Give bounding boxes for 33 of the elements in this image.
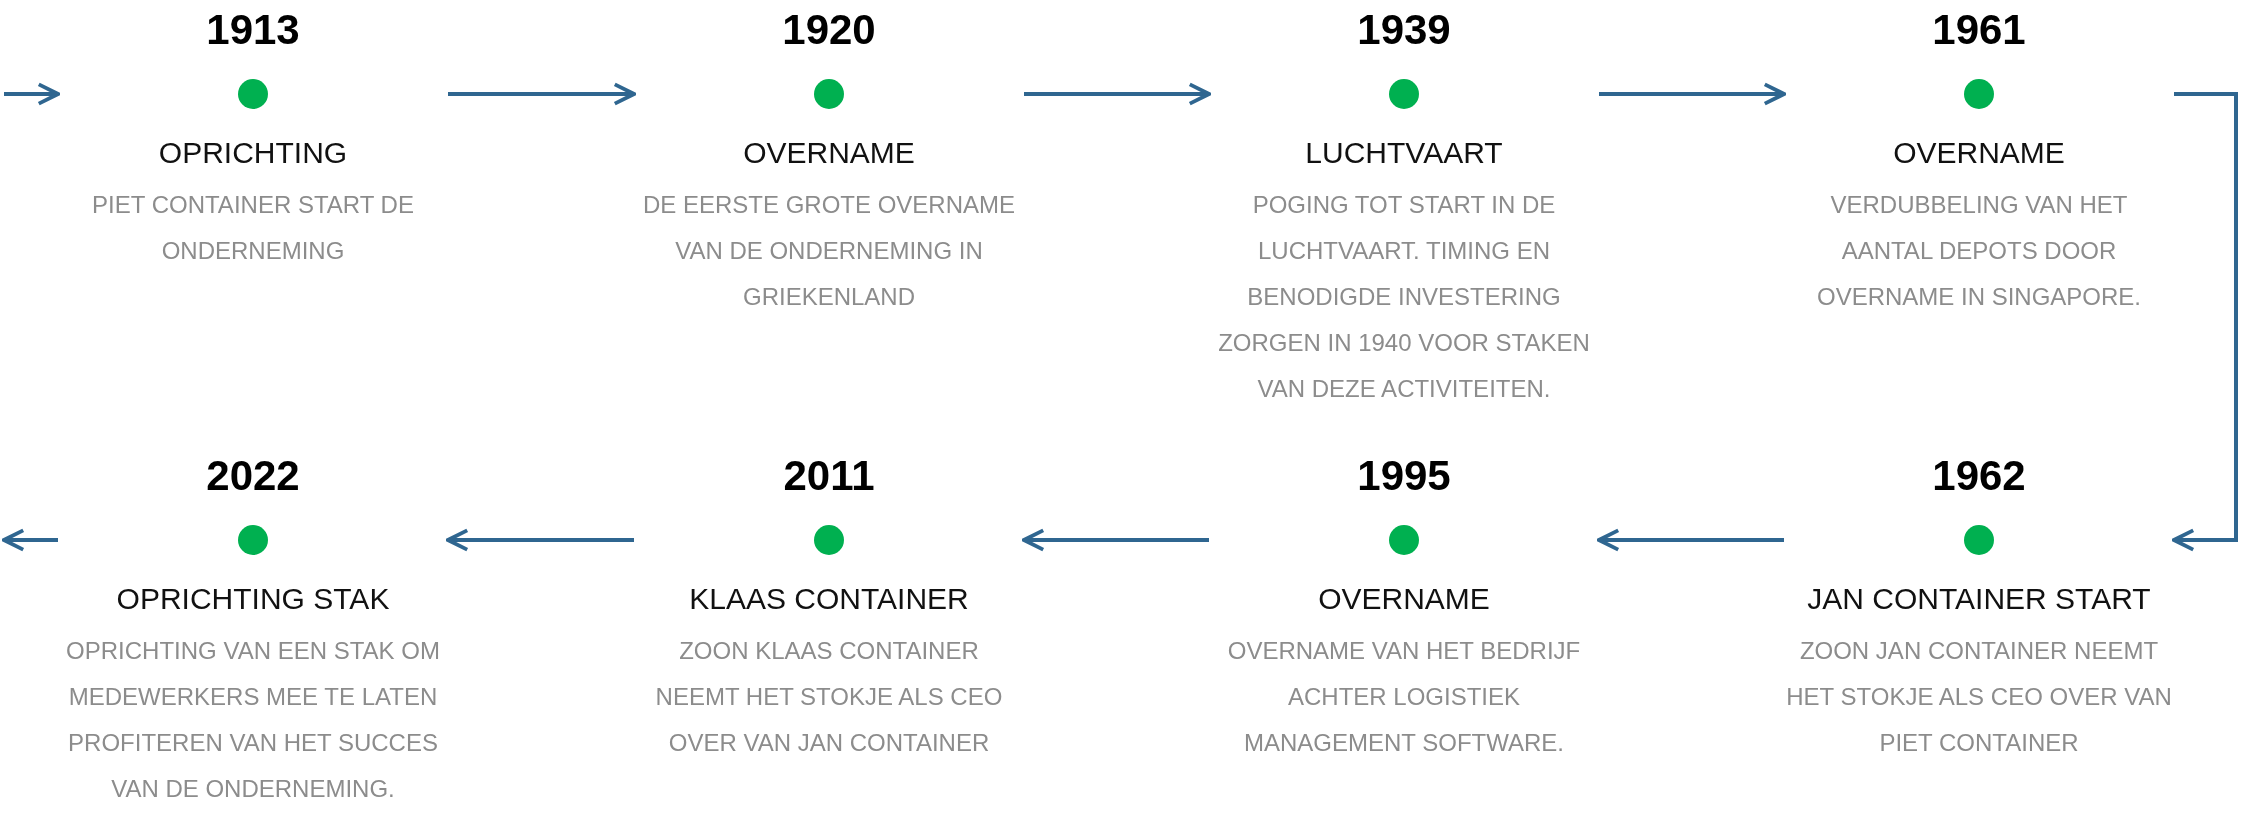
arrow (1022, 528, 1209, 552)
event-description: ZOON JAN CONTAINER NEEMT HET STOKJE ALS CEO OVER VAN PIET CONTAINER (1785, 636, 2173, 758)
event-heading: LUCHTVAART (1305, 135, 1503, 171)
event-heading: OVERNAME (743, 135, 915, 171)
event-heading: KLAAS CONTAINER (689, 581, 969, 617)
arrow (446, 528, 634, 552)
event-description: PIET CONTAINER START DE ONDERNEMING (91, 190, 415, 266)
arrow (448, 82, 636, 106)
event-description: POGING TOT START IN DE LUCHTVAART. TIMING EN BENODIGDE INVESTERING ZORGEN IN 1940 VOOR STAKEN VAN DEZE ACTIVITEITEN. (1217, 190, 1591, 404)
year-label: 1913 (206, 5, 300, 55)
arrow (2, 528, 58, 552)
event-description: DE EERSTE GROTE OVERNAME VAN DE ONDERNEMING IN GRIEKENLAND (641, 190, 1017, 312)
event-description: OPRICHTING VAN EEN STAK OM MEDEWERKERS MEE TE LATEN PROFITEREN VAN HET SUCCES VAN DE ONDERNEMING. (65, 636, 441, 804)
year-label: 2011 (783, 451, 875, 501)
event-heading: OPRICHTING (158, 135, 348, 171)
year-label: 1995 (1357, 451, 1451, 501)
year-label: 2022 (206, 451, 300, 501)
arrow (1597, 528, 1784, 552)
event-description: ZOON KLAAS CONTAINER NEEMT HET STOKJE ALS CEO OVER VAN JAN CONTAINER (654, 636, 1004, 758)
event-heading: OPRICHTING STAK (116, 581, 390, 617)
year-label: 1920 (782, 5, 876, 55)
event-heading: JAN CONTAINER START (1807, 581, 2151, 617)
arrow (2172, 92, 2238, 552)
event-heading: OVERNAME (1893, 135, 2065, 171)
event-heading: OVERNAME (1318, 581, 1490, 617)
year-label: 1961 (1932, 5, 2026, 55)
arrow (1599, 82, 1786, 106)
event-description: VERDUBBELING VAN HET AANTAL DEPOTS DOOR OVERNAME IN SINGAPORE. (1815, 190, 2143, 312)
event-description: OVERNAME VAN HET BEDRIJF ACHTER LOGISTIEK MANAGEMENT SOFTWARE. (1226, 636, 1582, 758)
year-label: 1939 (1357, 5, 1451, 55)
arrow (1024, 82, 1211, 106)
year-label: 1962 (1932, 451, 2026, 501)
arrow (4, 82, 60, 106)
